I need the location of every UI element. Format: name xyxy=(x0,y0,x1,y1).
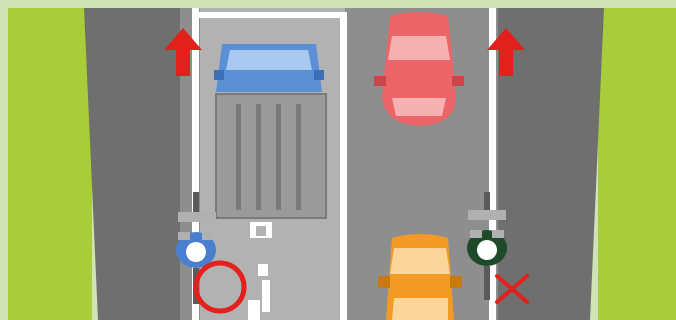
lane-line-right-edge xyxy=(489,8,496,320)
lane-line-bike-divider xyxy=(340,12,347,320)
grass-right xyxy=(598,8,676,320)
sidewalk-right xyxy=(498,8,604,320)
truck-icon xyxy=(214,44,326,218)
grass-left xyxy=(8,8,92,320)
sidewalk-left xyxy=(84,8,180,320)
lane-line-bike-top xyxy=(192,12,347,18)
